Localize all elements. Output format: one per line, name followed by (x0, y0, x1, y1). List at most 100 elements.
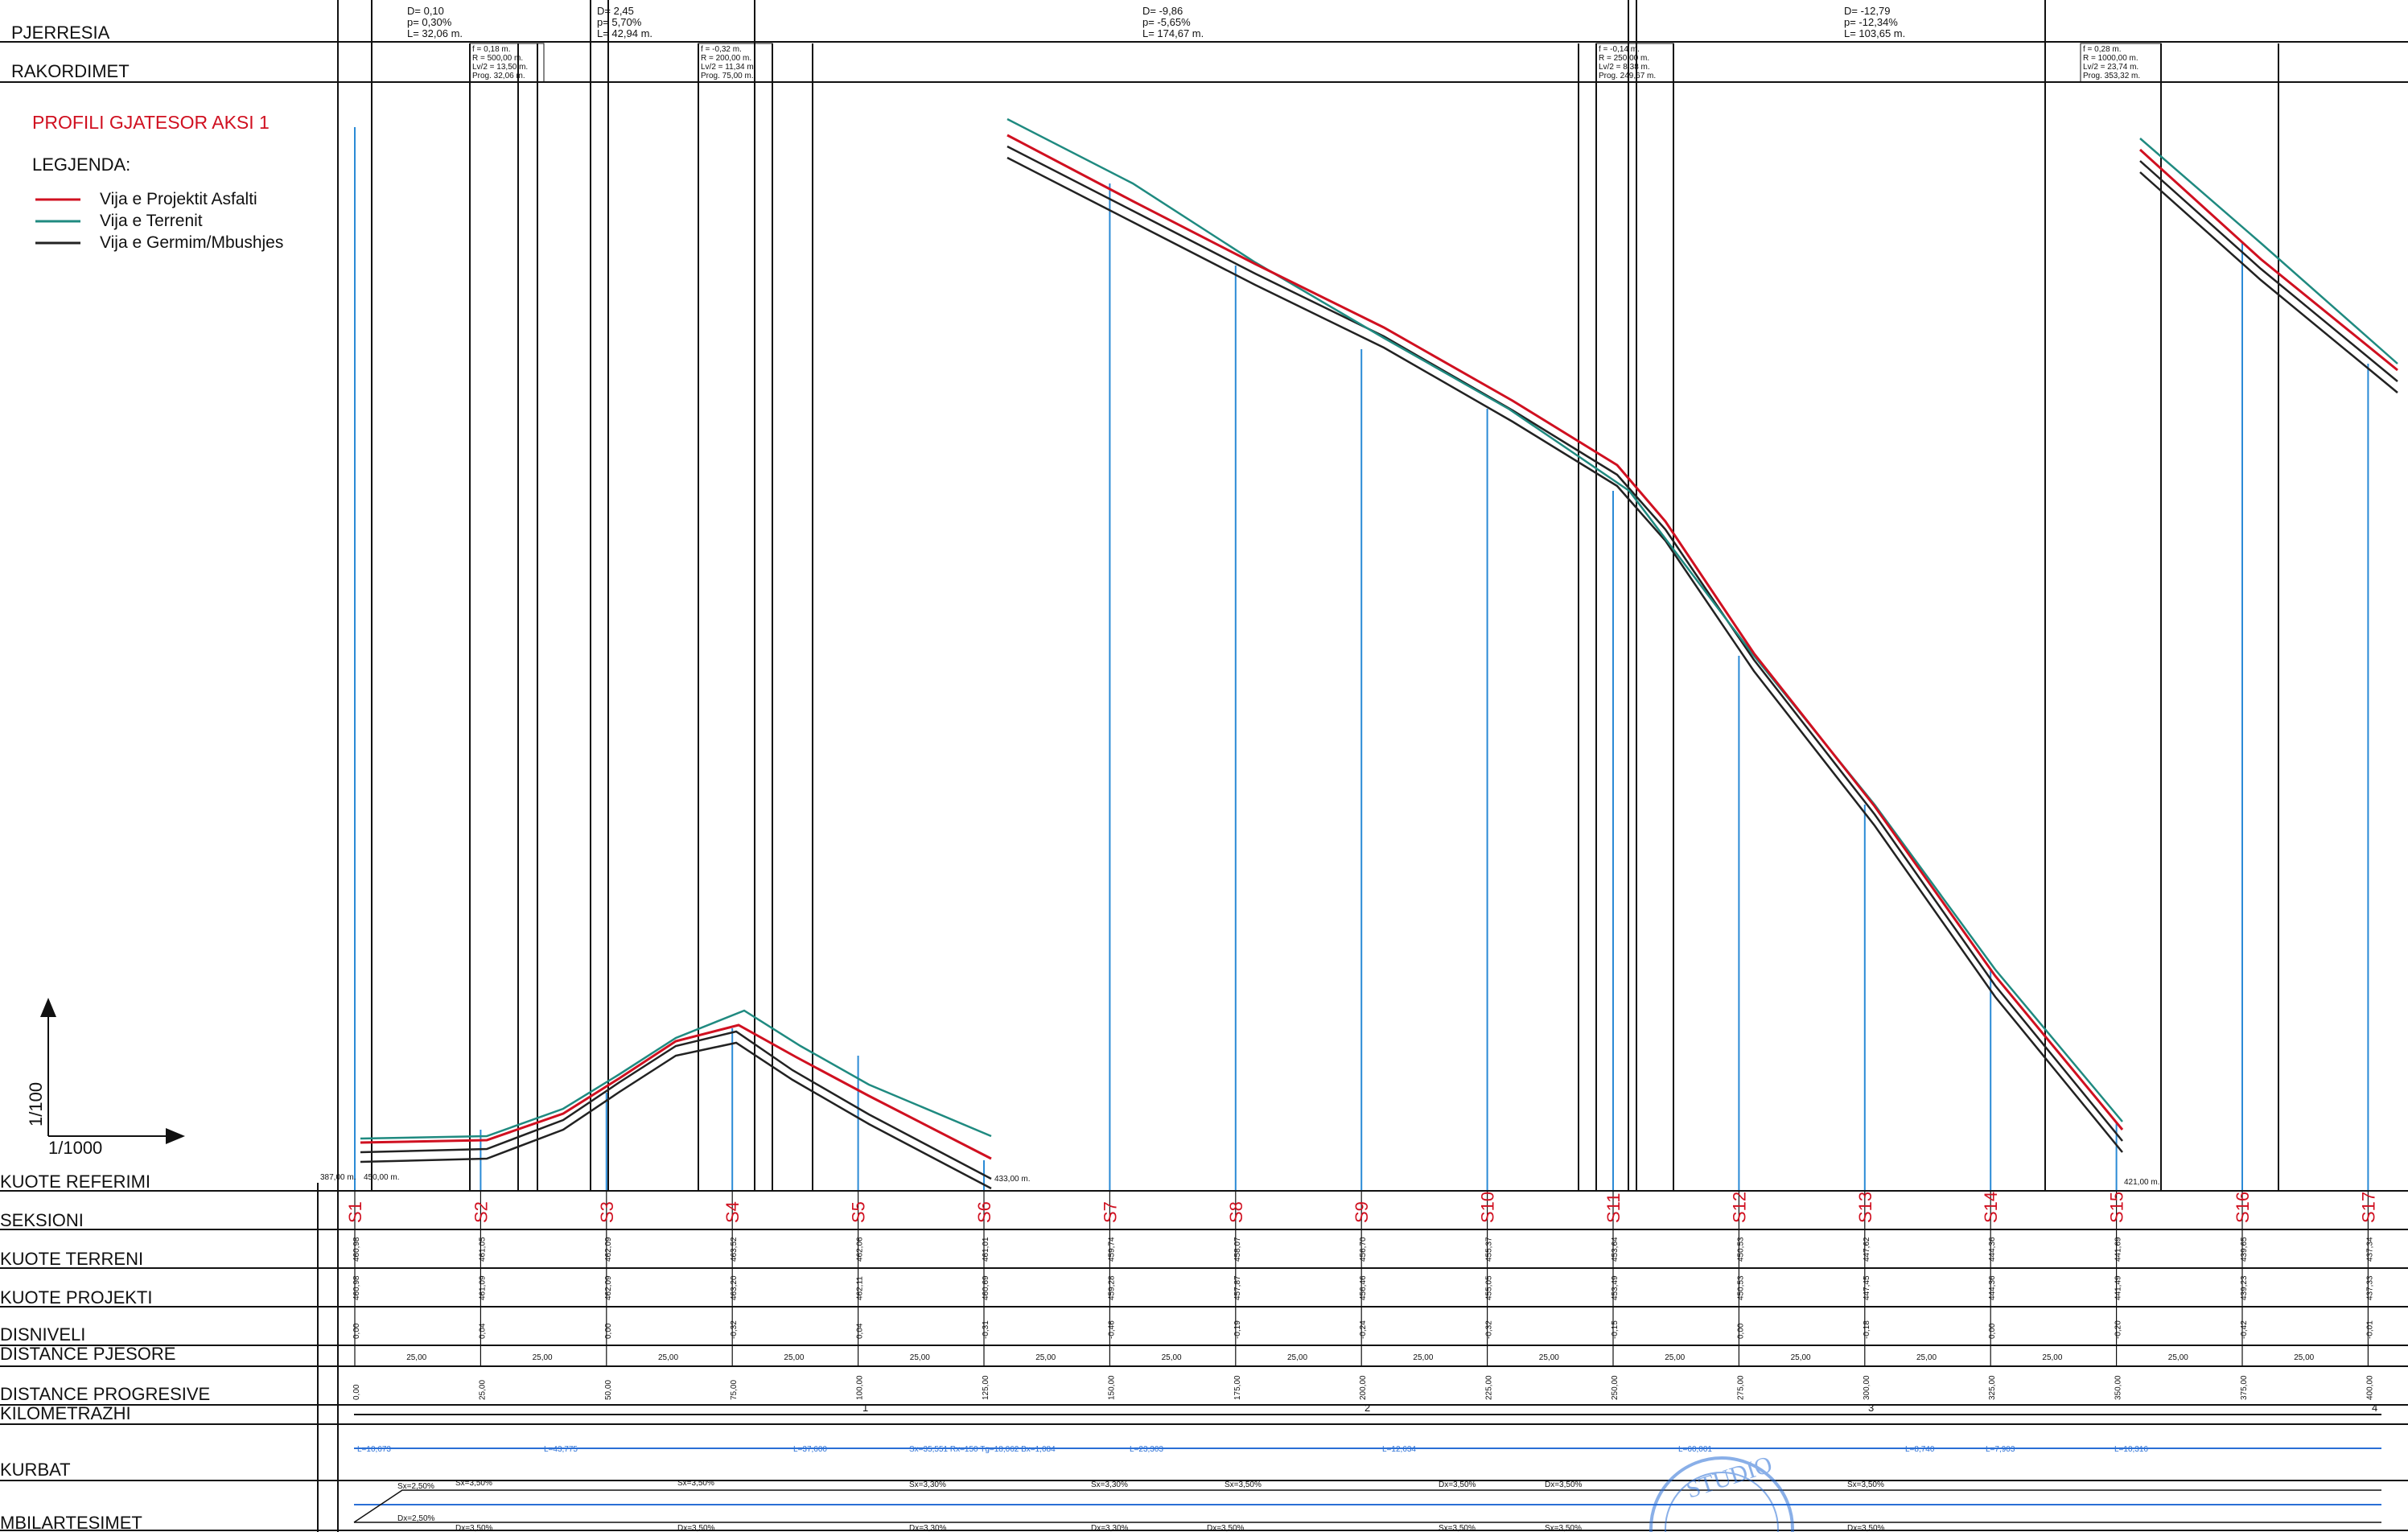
svg-text:L=43,775: L=43,775 (544, 1445, 578, 1454)
svg-text:3: 3 (1868, 1402, 1874, 1414)
svg-text:Dx=3,50%: Dx=3,50% (1545, 1481, 1583, 1489)
svg-text:L=23,303: L=23,303 (1130, 1445, 1163, 1454)
svg-text:f = 0,28 m.: f = 0,28 m. (2083, 45, 2122, 54)
section-name: S1 (345, 1201, 365, 1223)
row-label-mbilartesimet: MBILARTESIMET (0, 1513, 142, 1532)
svg-text:L= 42,94 m.: L= 42,94 m. (597, 27, 652, 39)
cutfill-line-5 (2139, 160, 2398, 382)
project-elevation: 460,98 (352, 1275, 361, 1300)
svg-text:Sx=35,551 Rx=150 Tg=18,062 Bx=: Sx=35,551 Rx=150 Tg=18,062 Bx=1,084 (909, 1445, 1056, 1454)
legend-label-cutfill: Vija e Germim/Mbushjes (100, 233, 283, 252)
terrain-elevation: 453,64 (1611, 1237, 1620, 1262)
project-elevation: 462,11 (856, 1276, 865, 1300)
grade-1: D= 0,10 p= 0,30% L= 32,06 m. (407, 5, 463, 39)
progressive-distance: 325,00 (1988, 1375, 1997, 1400)
progressive-distance: 175,00 (1233, 1375, 1242, 1400)
svg-text:Lv/2 = 13,50 m.: Lv/2 = 13,50 m. (472, 63, 528, 72)
level-difference: -0,19 (1233, 1320, 1242, 1339)
svg-text:Prog. 75,00 m.: Prog. 75,00 m. (701, 72, 754, 80)
row-label-distance-pjesore: DISTANCE PJESORE (0, 1344, 175, 1364)
project-elevation: 457,87 (1233, 1275, 1242, 1300)
vcurve-4: f = 0,28 m. R = 1000,00 m. Lv/2 = 23,74 … (2080, 43, 2162, 83)
project-elevation: 450,53 (1736, 1275, 1745, 1300)
svg-text:Sx=3,30%: Sx=3,30% (909, 1481, 946, 1489)
section-name: S3 (597, 1201, 617, 1223)
progressive-distance: 200,00 (1359, 1375, 1368, 1400)
svg-text:Prog. 353,32 m.: Prog. 353,32 m. (2083, 72, 2140, 80)
superelevation-band: Sx=2,50% Sx=3,50% Sx=3,50% Sx=3,30% Sx=3… (353, 1479, 2381, 1532)
level-difference: 0,00 (604, 1323, 613, 1339)
svg-text:Dx=3,50%: Dx=3,50% (1439, 1481, 1476, 1489)
svg-text:421,00 m.: 421,00 m. (2124, 1178, 2159, 1187)
progressive-distance: 150,00 (1107, 1375, 1116, 1400)
partial-distance: 25,00 (406, 1353, 426, 1362)
partial-distance: 25,00 (2168, 1353, 2188, 1362)
row-labels: KUOTE REFERIMI SEKSIONI KUOTE TERRENI KU… (0, 1172, 210, 1532)
terrain-elevation: 462,06 (856, 1237, 865, 1262)
progressive-distance: 300,00 (1863, 1375, 1871, 1400)
partial-distance: 25,00 (1665, 1353, 1685, 1362)
svg-text:Dx=3,30%: Dx=3,30% (909, 1524, 947, 1532)
project-elevation: 455,05 (1485, 1275, 1494, 1300)
svg-text:L= 174,67 m.: L= 174,67 m. (1142, 27, 1204, 39)
legend: Vija e Projektit Asfalti Vija e Terrenit… (35, 190, 283, 252)
grade-4: D= -12,79 p= -12,34% L= 103,65 m. (1844, 5, 1905, 39)
terrain-elevation: 455,37 (1485, 1237, 1494, 1262)
svg-text:L=12,634: L=12,634 (1382, 1445, 1416, 1454)
level-difference: -0,20 (2114, 1320, 2123, 1339)
section-name: S11 (1603, 1192, 1624, 1223)
project-elevation: 447,45 (1863, 1275, 1871, 1300)
svg-text:f = -0,32 m.: f = -0,32 m. (701, 45, 742, 54)
grade-2: D= 2,45 p= 5,70% L= 42,94 m. (597, 5, 652, 39)
svg-text:Sx=3,50%: Sx=3,50% (1545, 1524, 1582, 1532)
terrain-elevation: 461,01 (982, 1237, 990, 1262)
scale-horizontal: 1/1000 (48, 1138, 102, 1158)
svg-text:p= -12,34%: p= -12,34% (1844, 16, 1898, 28)
cutfill-line-1 (360, 1030, 992, 1180)
svg-text:Dx=3,30%: Dx=3,30% (1091, 1524, 1129, 1532)
section-lines (354, 127, 2369, 1191)
svg-text:Sx=3,50%: Sx=3,50% (1439, 1524, 1476, 1532)
row-label-kuote-terreni: KUOTE TERRENI (0, 1249, 143, 1269)
project-elevation: 460,69 (982, 1275, 990, 1300)
svg-text:L= 103,65 m.: L= 103,65 m. (1844, 27, 1905, 39)
project-elevation: 437,33 (2365, 1275, 2374, 1300)
partial-distance: 25,00 (1162, 1353, 1182, 1362)
svg-text:f = -0,14 m.: f = -0,14 m. (1599, 45, 1640, 54)
svg-text:433,00 m.: 433,00 m. (994, 1175, 1030, 1184)
kilometrazh-band: 1 2 3 4 (354, 1402, 2381, 1415)
level-difference: -0,46 (1107, 1320, 1116, 1339)
cutfill-line-4 (1006, 156, 2123, 1153)
section-name: S13 (1855, 1192, 1875, 1223)
project-elevation: 463,20 (730, 1275, 739, 1300)
svg-text:Dx=3,50%: Dx=3,50% (1847, 1524, 1885, 1532)
legend-heading: LEGJENDA: (32, 154, 130, 175)
vcurve-3: f = -0,14 m. R = 250,00 m. Lv/2 = 8,38 m… (1595, 43, 1674, 83)
svg-text:f = 0,18 m.: f = 0,18 m. (472, 45, 511, 54)
svg-text:450,00 m.: 450,00 m. (364, 1173, 399, 1182)
partial-distance: 25,00 (1287, 1353, 1307, 1362)
terrain-elevation: 456,70 (1359, 1237, 1368, 1262)
level-difference: -0,32 (730, 1320, 739, 1339)
svg-text:Dx=3,50%: Dx=3,50% (455, 1524, 493, 1532)
svg-text:L=8,740: L=8,740 (1905, 1445, 1935, 1454)
terrain-elevation: 458,07 (1233, 1237, 1242, 1262)
row-label-pjerresia: PJERRESIA (11, 23, 110, 43)
progressive-distance: 400,00 (2365, 1375, 2374, 1400)
svg-text:4: 4 (2372, 1402, 2377, 1414)
project-elevation: 444,36 (1988, 1275, 1997, 1300)
project-elevation: 439,23 (2240, 1275, 2249, 1300)
svg-text:L=37,600: L=37,600 (793, 1445, 827, 1454)
svg-text:R = 500,00 m.: R = 500,00 m. (472, 54, 523, 63)
level-difference: 0,00 (1988, 1323, 1997, 1339)
progressive-distance: 50,00 (604, 1380, 613, 1400)
section-name: S14 (1981, 1192, 2001, 1223)
level-difference: -0,24 (1359, 1320, 1368, 1339)
level-difference: 0,00 (1736, 1323, 1745, 1339)
terrain-elevation: 459,74 (1107, 1237, 1116, 1262)
terrain-line-3 (2139, 138, 2398, 364)
project-line-3 (2138, 148, 2398, 372)
svg-text:Dx=3,50%: Dx=3,50% (677, 1524, 715, 1532)
cutfill-line-3 (1006, 145, 2123, 1142)
